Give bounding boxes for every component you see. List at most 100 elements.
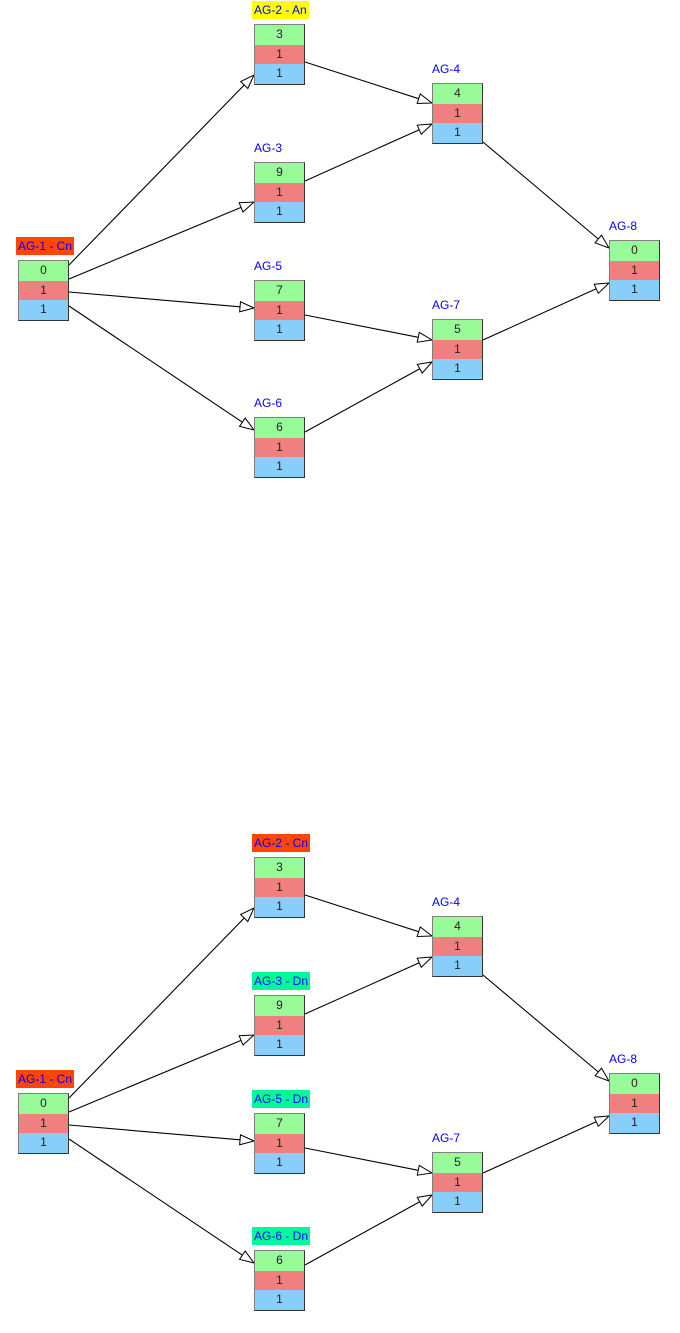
node-label: AG-3 - Dn [252, 972, 310, 990]
tertiary-value-cell: 1 [433, 123, 482, 143]
edge-ag-4-to-ag-8 [483, 975, 609, 1081]
edge-line [69, 1125, 240, 1140]
edge-ag-5-to-ag-7 [305, 1148, 432, 1175]
arrowhead-icon [417, 124, 432, 134]
tertiary-value-cell: 1 [255, 202, 304, 222]
arrowhead-icon [417, 332, 432, 342]
arrowhead-icon [595, 235, 609, 248]
primary-value-cell: 0 [19, 1094, 68, 1114]
node-label: AG-7 [430, 1129, 462, 1147]
secondary-value-cell: 1 [255, 301, 304, 321]
secondary-value-cell: 1 [433, 340, 482, 360]
edge-ag-3-to-ag-4 [305, 957, 432, 1014]
secondary-value-cell: 1 [19, 281, 68, 301]
edge-ag-2-to-ag-4 [305, 62, 432, 103]
primary-value-cell: 4 [433, 84, 482, 104]
secondary-value-cell: 1 [255, 1271, 304, 1291]
arrowhead-icon [239, 1035, 254, 1045]
node-value-box: 011 [18, 1093, 69, 1154]
edge-ag-1-to-ag-2 [69, 75, 254, 265]
edge-line [305, 1148, 418, 1170]
arrowhead-icon [240, 1135, 254, 1145]
node-label: AG-1 - Cn [16, 1070, 74, 1088]
edge-line [69, 1139, 242, 1255]
arrowhead-icon [240, 418, 254, 430]
primary-value-cell: 5 [433, 320, 482, 340]
arrowhead-icon [417, 1165, 432, 1175]
tertiary-value-cell: 1 [19, 1133, 68, 1153]
arrowhead-icon [239, 202, 254, 212]
edge-line [305, 895, 419, 932]
arrowhead-icon [417, 362, 432, 373]
arrowhead-icon [240, 302, 254, 312]
node-value-box: 311 [254, 24, 305, 85]
primary-value-cell: 5 [433, 1153, 482, 1173]
arrowhead-icon [595, 1068, 609, 1081]
node-label: AG-4 [430, 893, 462, 911]
secondary-value-cell: 1 [255, 1134, 304, 1154]
edge-ag-1-to-ag-3 [69, 202, 254, 279]
arrowhead-icon [417, 927, 432, 937]
node-label: AG-1 - Cn [16, 237, 74, 255]
edge-ag-6-to-ag-7 [305, 362, 432, 432]
primary-value-cell: 0 [610, 1074, 659, 1094]
arrowhead-icon [594, 1116, 609, 1126]
edge-line [69, 1040, 241, 1112]
edge-line [305, 315, 418, 337]
edge-ag-1-to-ag-5 [69, 292, 254, 312]
edge-ag-1-to-ag-5 [69, 1125, 254, 1145]
primary-value-cell: 3 [255, 858, 304, 878]
edge-line [69, 85, 244, 265]
node-label: AG-7 [430, 296, 462, 314]
secondary-value-cell: 1 [433, 104, 482, 124]
node-label: AG-8 [607, 1050, 639, 1068]
edge-line [69, 207, 241, 279]
edge-line [483, 289, 596, 340]
node-label: AG-6 - Dn [252, 1227, 310, 1245]
arrowhead-icon [594, 283, 609, 293]
primary-value-cell: 4 [433, 917, 482, 937]
secondary-value-cell: 1 [433, 1173, 482, 1193]
node-label: AG-5 [252, 257, 284, 275]
tertiary-value-cell: 1 [433, 359, 482, 379]
edge-line [69, 306, 242, 422]
edges-layer [0, 833, 680, 1333]
tertiary-value-cell: 1 [19, 300, 68, 320]
node-value-box: 011 [18, 260, 69, 321]
edge-line [305, 369, 420, 432]
primary-value-cell: 9 [255, 163, 304, 183]
arrowhead-icon [417, 94, 432, 104]
primary-value-cell: 7 [255, 281, 304, 301]
node-label: AG-6 [252, 394, 284, 412]
edge-ag-4-to-ag-8 [483, 142, 609, 248]
secondary-value-cell: 1 [610, 261, 659, 281]
edge-ag-1-to-ag-6 [69, 1139, 254, 1263]
primary-value-cell: 9 [255, 996, 304, 1016]
secondary-value-cell: 1 [255, 878, 304, 898]
primary-value-cell: 7 [255, 1114, 304, 1134]
edge-ag-1-to-ag-6 [69, 306, 254, 430]
secondary-value-cell: 1 [610, 1094, 659, 1114]
edge-line [483, 975, 598, 1072]
node-label: AG-8 [607, 217, 639, 235]
primary-value-cell: 6 [255, 418, 304, 438]
secondary-value-cell: 1 [255, 45, 304, 65]
edge-ag-7-to-ag-8 [483, 1116, 609, 1173]
edge-ag-6-to-ag-7 [305, 1195, 432, 1265]
edge-ag-1-to-ag-3 [69, 1035, 254, 1112]
tertiary-value-cell: 1 [255, 64, 304, 84]
node-label: AG-2 - Cn [252, 834, 310, 852]
node-label: AG-4 [430, 60, 462, 78]
edge-line [305, 1202, 420, 1265]
node-label: AG-2 - An [252, 1, 309, 19]
edge-ag-7-to-ag-8 [483, 283, 609, 340]
tertiary-value-cell: 1 [433, 1192, 482, 1212]
